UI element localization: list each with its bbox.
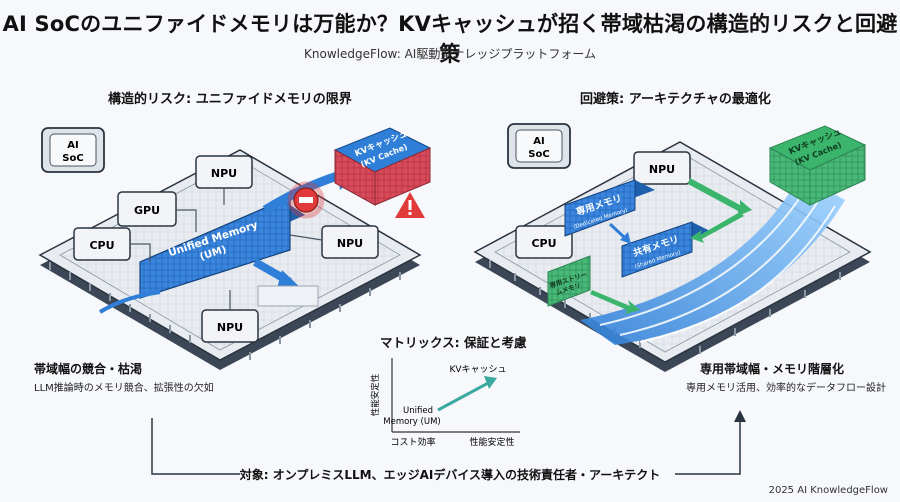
bottom-connector-left [151,418,240,475]
svg-text:SoC: SoC [528,149,549,160]
matrix-y-label: 性能安定性 [370,373,381,416]
matrix-trend-arrow [437,380,491,412]
matrix-point-kv: KVキャッシュ [449,365,506,375]
stream-memory-block: 専用ストリー ムメモリ [547,255,591,307]
right-cpu-block: CPU [515,225,573,259]
matrix-chart: 性能安定性 コスト効率 性能安定性 Unified Memory (UM) KV… [370,358,520,448]
left-npu-block-bottom: NPU [201,309,259,343]
left-gpu-block: GPU [117,191,177,227]
matrix-point-um-line1: Unified [403,406,433,416]
left-ai-soc-chip: AI SoC [41,127,105,173]
shared-memory-block: 共有メモリ (Shared Memory) [621,221,712,278]
left-note-title: 帯域幅の競合・枯渇 [34,362,143,376]
matrix-title: マトリックス: 保証と考慮 [380,335,527,350]
page-title: AI SoCのユニファイドメモリは万能か？KVキャッシュが招く帯域枯渇の構造的リ… [2,12,898,66]
left-npu-block-top: NPU [195,155,253,189]
left-cpu-block: CPU [73,227,131,261]
right-kv-cache-cube: KVキャッシュ (KV Cache) [768,125,867,206]
svg-text:NPU: NPU [211,167,237,180]
svg-text:CPU: CPU [531,237,556,250]
matrix-point-um-line2: Memory (UM) [383,417,440,427]
left-npu-block-right: NPU [321,225,379,259]
right-green-arrows [590,178,752,314]
page-subtitle: KnowledgeFlow: AI駆動型ナレッジプラットフォーム [304,47,596,61]
svg-text:NPU: NPU [217,321,243,334]
left-section-heading: 構造的リスク: ユニファイドメモリの限界 [108,92,352,107]
block-icon [287,181,325,219]
matrix-x-label-right: 性能安定性 [469,436,514,448]
right-section-heading: 回避策: アーキテクチャの最適化 [580,92,771,107]
left-note-desc: LLM推論時のメモリ競合、拡張性の欠如 [34,383,214,394]
left-unified-memory-block: Unified Memory (UM) [139,196,305,299]
footer-credit: 2025 AI KnowledgeFlow [768,485,888,496]
right-note-desc: 専用メモリ活用、効率的なデータフロー設計 [686,383,886,394]
bottom-connector-right [675,418,741,475]
left-chip-label-line: AI [67,140,78,151]
target-audience: 対象: オンプレミスLLM、エッジAIデバイス導入の技術責任者・アーキテクト [239,468,661,482]
svg-text:AI: AI [533,136,544,147]
left-kv-cache-cube: KVキャッシュ (KV Cache) [333,127,432,206]
svg-text:NPU: NPU [649,163,675,176]
svg-text:CPU: CPU [89,239,114,252]
right-ai-soc-chip: AI SoC [507,123,571,169]
left-chip-label-line2: SoC [62,153,83,164]
right-data-flow-band [580,175,845,345]
svg-text:NPU: NPU [337,237,363,250]
svg-text:GPU: GPU [134,204,160,217]
right-note-title: 専用帯域幅・メモリ階層化 [700,362,845,376]
right-npu-block: NPU [633,151,691,185]
matrix-x-label-left: コスト効率 [390,436,435,448]
warning-icon [395,192,425,218]
